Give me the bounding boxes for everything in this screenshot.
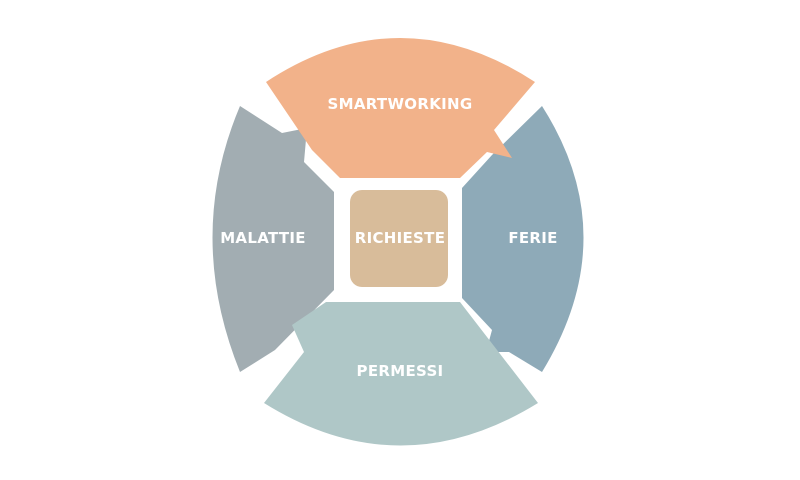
segment-right bbox=[462, 106, 584, 372]
segment-left bbox=[212, 106, 334, 372]
label-center: RICHIESTE bbox=[355, 229, 446, 247]
label-top: SMARTWORKING bbox=[328, 95, 473, 113]
segment-bottom bbox=[264, 302, 538, 446]
label-right: FERIE bbox=[508, 229, 557, 247]
label-bottom: PERMESSI bbox=[357, 362, 444, 380]
label-left: MALATTIE bbox=[220, 229, 306, 247]
center-box bbox=[350, 190, 448, 287]
segment-top bbox=[266, 38, 535, 178]
